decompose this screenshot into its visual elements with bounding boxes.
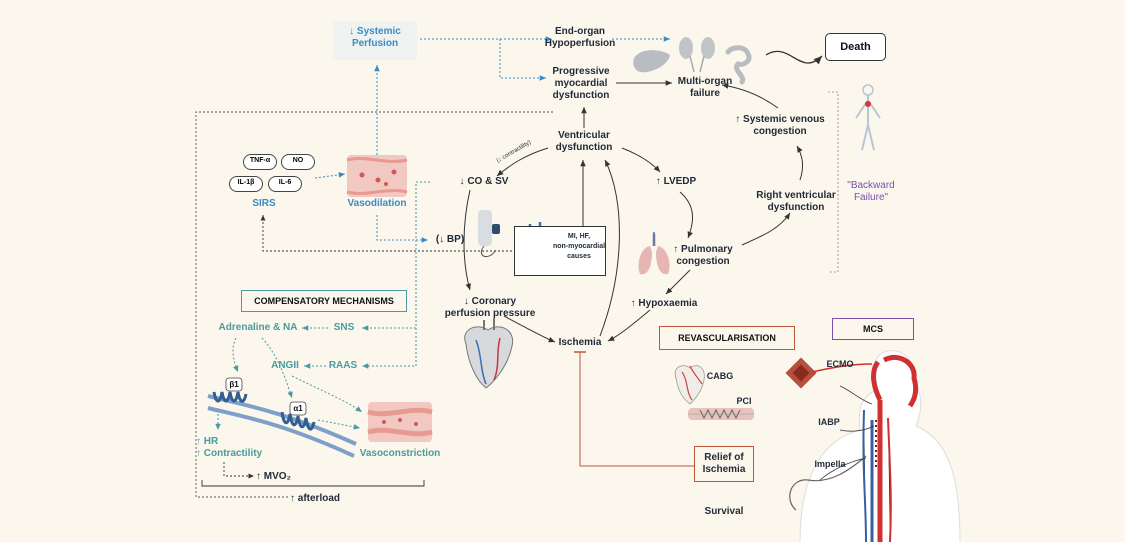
systemic-perfusion-label: ↓ Systemic Perfusion	[349, 26, 401, 49]
cabg-heart-icon	[674, 365, 705, 405]
ecmo-pump-icon	[785, 357, 817, 389]
liver-icon	[633, 50, 670, 73]
iabp-label: IABP	[818, 417, 840, 427]
death-label: Death	[840, 41, 871, 53]
mcs-box	[832, 318, 914, 340]
ventricular-to-co	[496, 147, 549, 177]
survival-label: Survival	[704, 506, 744, 517]
hypoxaemia-to-ischemia	[607, 309, 651, 342]
cabg-label: CABG	[706, 371, 734, 381]
revascularisation-label: REVASCULARISATION	[678, 333, 776, 343]
body-veins-icon	[855, 84, 881, 151]
stent-icon	[688, 408, 754, 420]
vessel-constricted-icon	[367, 402, 433, 442]
left-loop-frame	[195, 111, 553, 498]
heart-vessels-icon	[464, 318, 514, 389]
lvedp-to-pulmonary	[679, 191, 693, 239]
angii-label: ANGII	[271, 360, 299, 371]
compensatory-box	[241, 290, 407, 312]
cytokine-no: NO	[281, 154, 315, 170]
mcs-label: MCS	[863, 324, 883, 334]
ventricular-label: Ventricular dysfunction	[555, 130, 613, 153]
intestines-icon	[725, 45, 752, 85]
death-box	[825, 33, 886, 61]
backward-failure-label: "Backward Failure"	[847, 180, 895, 203]
perfusion-to-progressive	[499, 39, 546, 81]
cytokine-tnf: TNF-α	[243, 154, 277, 170]
sns-label: SNS	[333, 322, 355, 333]
systemic-venous-label: ↑ Systemic venous congestion	[735, 114, 825, 137]
beta1-label: β1	[229, 380, 239, 389]
afterload-brace	[201, 480, 425, 487]
pulmonary-label: ↑ Pulmonary congestion	[673, 244, 733, 267]
right-ventricular-label: Right ventricular dysfunction	[756, 190, 836, 213]
sirs-label: SIRS	[252, 198, 276, 209]
lvedp-label: ↑ LVEDP	[655, 176, 697, 187]
revascularisation-box	[659, 326, 795, 350]
ventricular-to-lvedp	[621, 147, 661, 173]
bp-label: (↓ BP)	[435, 234, 465, 245]
lungs-icon	[638, 232, 670, 275]
vasodilation-to-bp	[376, 215, 428, 243]
bp-to-raas	[362, 328, 417, 369]
cytokine-il6: IL-6	[268, 176, 302, 192]
co-sv-label: ↓ CO & SV	[459, 176, 509, 187]
coronary-label: ↓ Coronary perfusion pressure	[444, 296, 536, 319]
alpha1-label: α1	[293, 404, 303, 413]
vessel-dilated-icon	[346, 155, 408, 197]
ischemia-label: Ischemia	[558, 337, 602, 348]
mvo2-label: ↑ MVO₂	[256, 471, 291, 482]
hr-contractility-label: ↑ HR ↑ Contractility	[196, 436, 263, 459]
multi-organ-label: Multi-organ failure	[677, 76, 733, 99]
venous-to-multiorgan	[721, 83, 779, 109]
coronary-to-ischemia	[503, 315, 556, 343]
backward-failure-bracket	[828, 91, 839, 273]
afterload-label: ↑ afterload	[289, 493, 340, 504]
mi-to-sirs	[260, 215, 512, 252]
mi-hf-box	[514, 226, 606, 276]
impella-label: Impella	[814, 459, 846, 469]
angii-to-vasoconstriction	[291, 375, 363, 413]
relief-label: Relief of Ischemia	[702, 452, 746, 475]
systemic-perfusion-box	[333, 22, 417, 60]
relief-box	[694, 446, 754, 482]
blood-pressure-cuff-icon	[478, 210, 500, 258]
cytokines-to-vasodilation	[314, 172, 346, 179]
multiorgan-to-death	[765, 50, 823, 65]
receptor-membrane-icon	[207, 377, 357, 458]
adrenaline-to-beta1	[232, 337, 239, 373]
mi-hf-label: MI, HF, non-myocardial causes	[552, 233, 606, 260]
end-organ-label: End-organ Hypoperfusion	[544, 26, 616, 49]
compensatory-label: COMPENSATORY MECHANISMS	[254, 296, 394, 306]
alpha1-to-vasoconstriction	[317, 419, 361, 430]
hr-to-mvo2	[223, 462, 254, 479]
co-to-coronary	[463, 189, 471, 291]
vasoconstriction-label: Vasoconstriction	[359, 448, 441, 459]
relief-to-ischemia	[579, 352, 694, 467]
vasodilation-label: Vasodilation	[347, 198, 407, 209]
hypoxaemia-label: ↑ Hypoxaemia	[630, 298, 698, 309]
raas-label: RAAS	[328, 360, 358, 371]
cytokine-il1b: IL-1β	[229, 176, 263, 192]
ischemia-to-ventricular	[599, 159, 620, 337]
adrenaline-label: Adrenaline & NA	[218, 322, 298, 333]
progressive-label: Progressive myocardial dysfunction	[552, 66, 610, 101]
pci-label: PCI	[736, 396, 752, 406]
ecmo-label: ECMO	[826, 359, 854, 369]
rv-to-venous	[796, 145, 804, 181]
pulmonary-to-hypoxaemia	[665, 269, 691, 295]
patient-circulation-icon	[789, 350, 961, 542]
kidneys-icon	[679, 37, 715, 73]
adrenaline-to-alpha1	[261, 337, 293, 399]
pulm-to-rv	[741, 212, 791, 246]
